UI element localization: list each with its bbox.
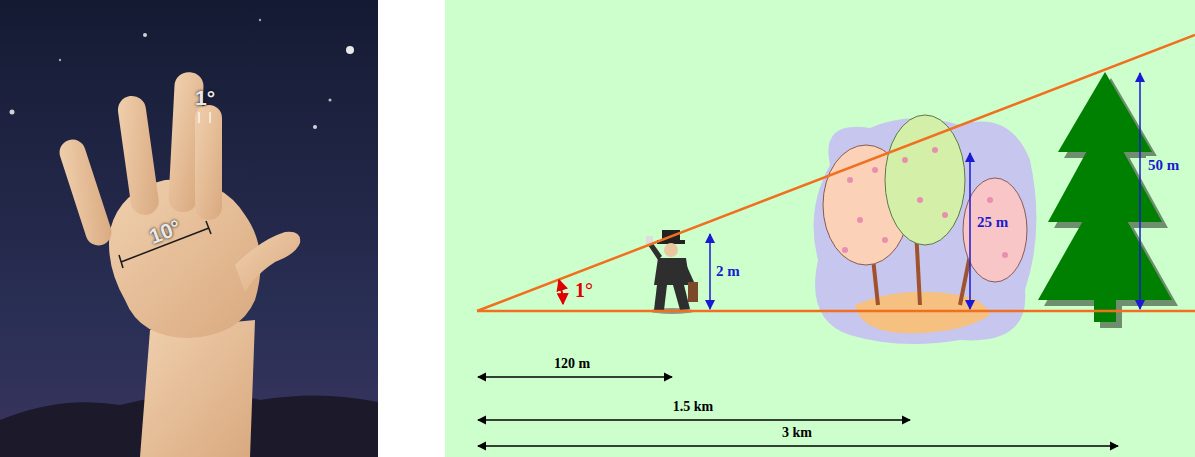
height-dimension: 25 m xyxy=(975,213,1010,232)
distance-dimension: 1.5 km xyxy=(673,399,713,414)
height-dimension: 50 m xyxy=(1146,156,1181,175)
distance-dimension: 3 km xyxy=(782,425,812,440)
angle-label: 1° xyxy=(575,279,593,301)
angle-diagram xyxy=(445,0,1195,457)
distance-dimension: 120 m xyxy=(554,356,590,371)
angle-label: 1° xyxy=(195,86,215,109)
hand-photo xyxy=(0,0,378,457)
height-dimension: 2 m xyxy=(716,263,740,280)
angle-label: 10° xyxy=(146,216,184,249)
